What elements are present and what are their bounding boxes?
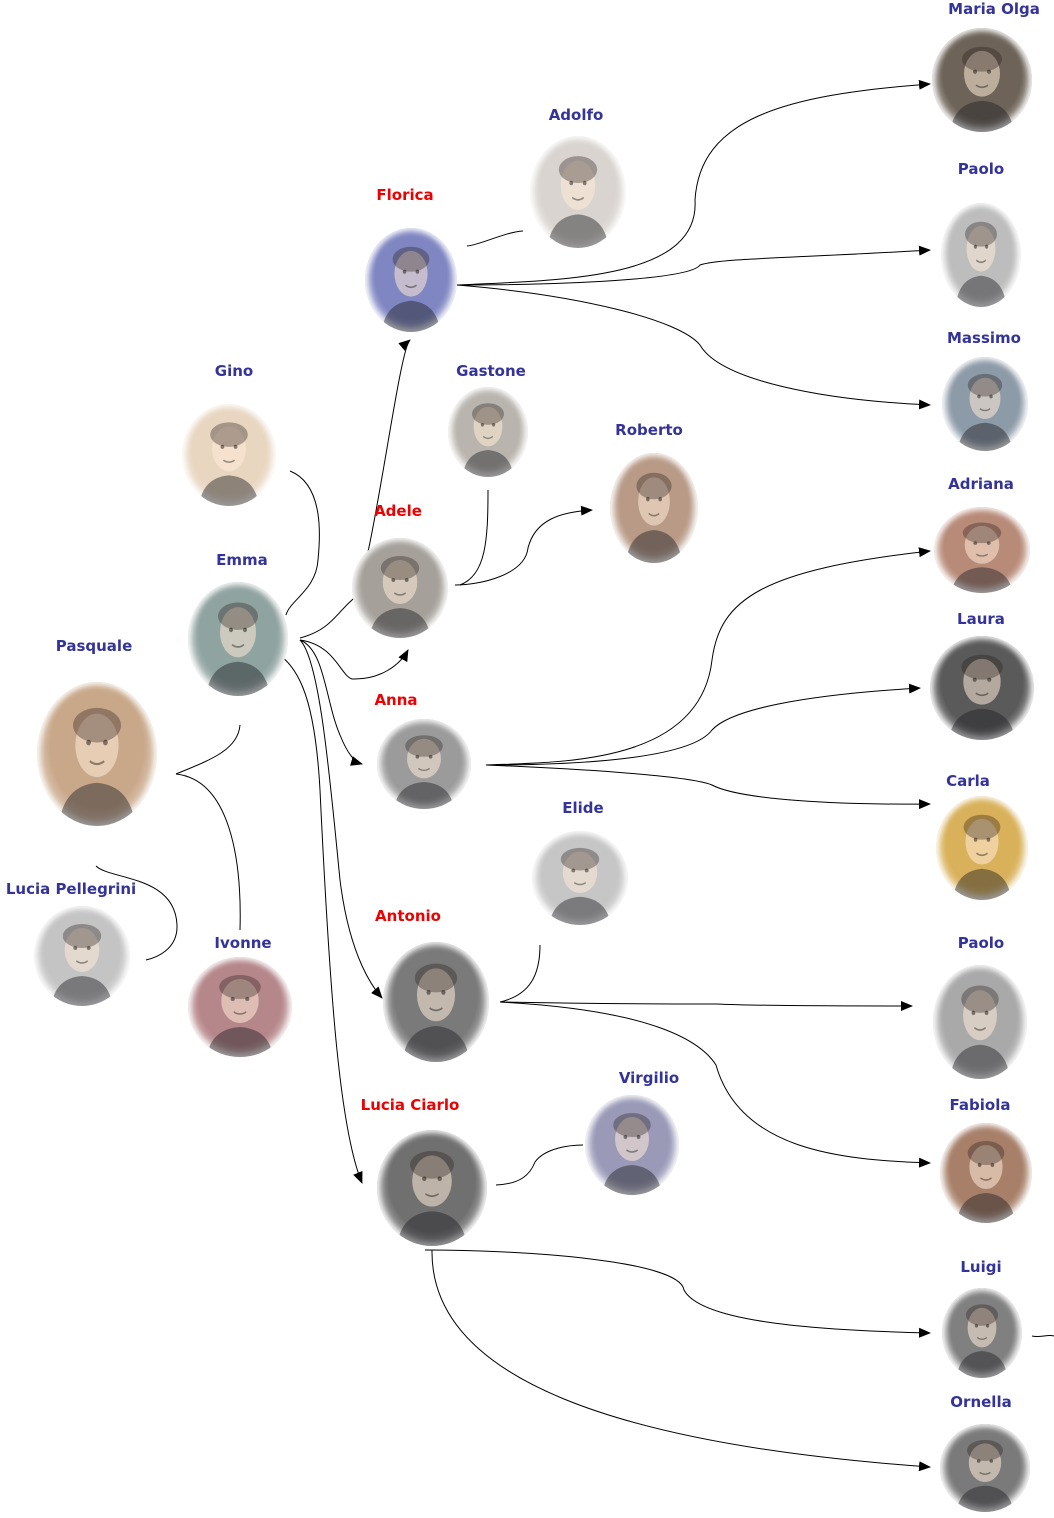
connector-line bbox=[495, 1144, 584, 1186]
person-name-ivonne: Ivonne bbox=[214, 934, 272, 952]
person-name-elide: Elide bbox=[562, 799, 604, 817]
connector-line bbox=[499, 1001, 931, 1168]
connector-line bbox=[499, 1000, 913, 1011]
connector-line bbox=[466, 230, 524, 247]
person-name-maria-olga: Maria Olga bbox=[948, 0, 1040, 18]
portrait-photo-lucia-ciarlo bbox=[377, 1130, 487, 1246]
connector-line bbox=[285, 470, 320, 616]
portrait-photo-luigi bbox=[942, 1288, 1022, 1378]
portrait-photo-anna bbox=[377, 719, 471, 809]
person-name-laura: Laura bbox=[957, 610, 1005, 628]
portrait-photo-laura bbox=[930, 636, 1034, 740]
portrait-photo-gastone bbox=[448, 387, 528, 477]
portrait-photo-florica bbox=[365, 228, 457, 332]
person-name-virgilio: Virgilio bbox=[618, 1069, 680, 1087]
portrait-photo-ivonne bbox=[188, 957, 292, 1057]
connector-line bbox=[454, 505, 593, 586]
connector-line bbox=[257, 644, 363, 1184]
person-name-emma: Emma bbox=[216, 551, 268, 569]
connector-line bbox=[1031, 1334, 1054, 1338]
connector-line bbox=[424, 1249, 931, 1338]
connector-line bbox=[485, 683, 921, 766]
person-name-luigi: Luigi bbox=[960, 1258, 1002, 1276]
person-name-gastone: Gastone bbox=[456, 362, 526, 380]
portrait-photo-virgilio bbox=[585, 1095, 679, 1195]
person-name-adolfo: Adolfo bbox=[548, 106, 604, 124]
portrait-photo-gino bbox=[182, 404, 276, 506]
person-name-adriana: Adriana bbox=[948, 475, 1014, 493]
person-name-fabiola: Fabiola bbox=[949, 1096, 1011, 1114]
portrait-photo-adele bbox=[352, 538, 448, 638]
connector-line bbox=[459, 489, 489, 586]
person-name-massimo: Massimo bbox=[947, 329, 1021, 347]
person-name-anna: Anna bbox=[374, 691, 418, 709]
portrait-photo-paolo-2 bbox=[933, 965, 1027, 1079]
connector-line bbox=[175, 724, 241, 775]
connector-line bbox=[456, 284, 931, 410]
portrait-photo-antonio bbox=[383, 942, 489, 1062]
portrait-photo-emma bbox=[188, 582, 288, 696]
portrait-photo-adolfo bbox=[530, 136, 626, 248]
portrait-photo-adriana bbox=[934, 507, 1030, 593]
person-name-pasquale: Pasquale bbox=[55, 637, 133, 655]
connector-line bbox=[456, 79, 931, 286]
portrait-photo-paolo-1 bbox=[941, 203, 1021, 307]
person-name-paolo-1: Paolo bbox=[957, 160, 1005, 178]
portrait-photo-fabiola bbox=[940, 1123, 1032, 1223]
connector-line bbox=[499, 944, 541, 1003]
person-name-antonio: Antonio bbox=[375, 907, 441, 925]
person-name-lucia-ciarlo: Lucia Ciarlo bbox=[360, 1096, 460, 1114]
portrait-photo-pasquale bbox=[37, 682, 157, 826]
portrait-photo-lucia-pellegrini bbox=[34, 906, 130, 1006]
connector-line bbox=[299, 639, 409, 680]
portrait-photo-carla bbox=[936, 796, 1028, 900]
person-name-roberto: Roberto bbox=[615, 421, 683, 439]
person-name-ornella: Ornella bbox=[950, 1393, 1012, 1411]
person-name-lucia-pellegrini: Lucia Pellegrini bbox=[5, 880, 137, 898]
connector-line bbox=[95, 865, 178, 961]
connector-line bbox=[175, 773, 241, 931]
person-name-carla: Carla bbox=[946, 772, 990, 790]
connector-line bbox=[431, 1249, 931, 1472]
portrait-photo-roberto bbox=[610, 453, 698, 563]
connector-line bbox=[485, 547, 931, 766]
portrait-photo-elide bbox=[532, 831, 628, 925]
connector-line bbox=[485, 764, 931, 810]
portrait-photo-ornella bbox=[940, 1424, 1030, 1512]
connector-line bbox=[456, 245, 931, 286]
person-name-florica: Florica bbox=[376, 186, 434, 204]
portrait-photo-massimo bbox=[942, 357, 1028, 451]
person-name-gino: Gino bbox=[214, 362, 254, 380]
portrait-photo-maria-olga bbox=[932, 28, 1032, 132]
person-name-paolo-2: Paolo bbox=[957, 934, 1005, 952]
connector-line bbox=[299, 639, 383, 999]
connector-line bbox=[299, 639, 363, 766]
person-name-adele: Adele bbox=[374, 502, 422, 520]
